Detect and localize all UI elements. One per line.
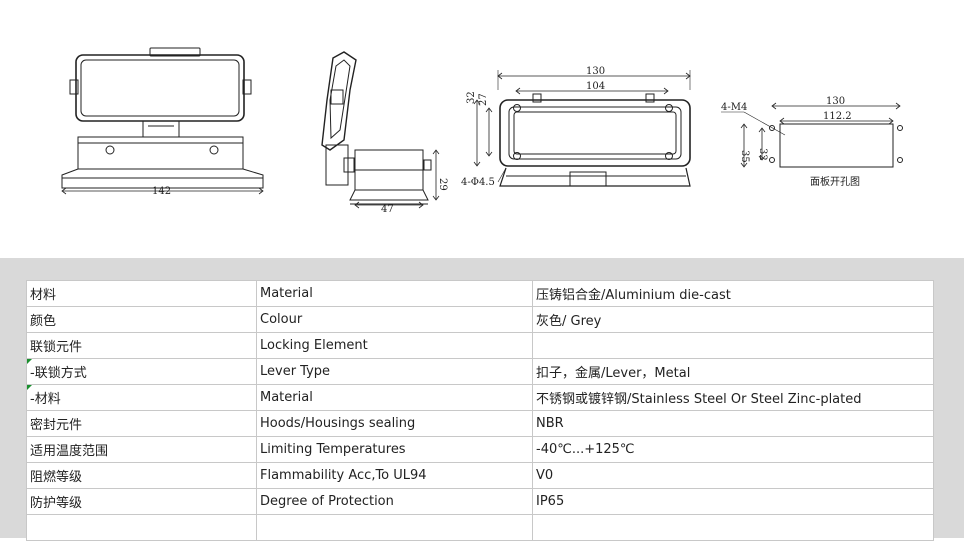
spec-row-empty bbox=[26, 514, 934, 541]
spec-label-en: Locking Element bbox=[256, 332, 533, 359]
dim-panel-thread: 4-M4 bbox=[721, 102, 747, 113]
spec-label-cn: 材料 bbox=[26, 280, 257, 307]
spec-cell-empty bbox=[256, 514, 533, 541]
spec-cell-empty bbox=[26, 514, 257, 541]
spec-value bbox=[532, 332, 934, 359]
spec-label-cn: 联锁元件 bbox=[26, 332, 257, 359]
spec-label-cn: 密封元件 bbox=[26, 410, 257, 437]
dim-front-width: 142 bbox=[152, 186, 171, 197]
spec-label-en: Material bbox=[256, 280, 533, 307]
dim-top-outer-width: 130 bbox=[586, 66, 605, 77]
spec-value: V0 bbox=[532, 462, 934, 489]
technical-drawing: 142 47 29 130 104 bbox=[0, 0, 964, 258]
spec-label-cn: -联锁方式 bbox=[26, 358, 257, 385]
spec-value: 不锈钢或镀锌钢/Stainless Steel Or Steel Zinc-pl… bbox=[532, 384, 934, 411]
dim-panel-outer-width: 130 bbox=[826, 96, 845, 107]
spec-label-cn: -材料 bbox=[26, 384, 257, 411]
spec-value: NBR bbox=[532, 410, 934, 437]
dim-top-inner-height: 27 bbox=[478, 93, 489, 106]
spec-label-en: Degree of Protection bbox=[256, 488, 533, 515]
dim-hole-callout: 4-Φ4.5 bbox=[461, 177, 495, 188]
dim-side-height: 29 bbox=[437, 178, 448, 191]
dim-panel-outer-height: 35 bbox=[739, 150, 750, 163]
dim-panel-inner-height: 32 bbox=[757, 148, 768, 161]
front-view: 142 bbox=[61, 47, 264, 197]
spec-label-en: Flammability Acc,To UL94 bbox=[256, 462, 533, 489]
spec-value: 扣子，金属/Lever，Metal bbox=[532, 358, 934, 385]
spec-label-cn: 适用温度范围 bbox=[26, 436, 257, 463]
spec-value: 灰色/ Grey bbox=[532, 306, 934, 333]
spec-label-en: Colour bbox=[256, 306, 533, 333]
spec-label-cn: 防护等级 bbox=[26, 488, 257, 515]
spec-value: -40℃...+125℃ bbox=[532, 436, 934, 463]
panel-cutout-view: 4-M4 130 112.2 35 32 面板开孔图 bbox=[721, 96, 903, 188]
dim-side-width: 47 bbox=[381, 204, 394, 215]
top-view: 130 104 32 27 4-Φ4.5 bbox=[461, 66, 691, 188]
dim-top-outer-height: 32 bbox=[466, 91, 477, 104]
spec-label-en: Limiting Temperatures bbox=[256, 436, 533, 463]
side-view: 47 29 bbox=[321, 51, 448, 215]
spec-label-en: Lever Type bbox=[256, 358, 533, 385]
spec-label-en: Hoods/Housings sealing bbox=[256, 410, 533, 437]
spec-label-cn: 颜色 bbox=[26, 306, 257, 333]
spec-label-cn: 阻燃等级 bbox=[26, 462, 257, 489]
spec-value: IP65 bbox=[532, 488, 934, 515]
spec-value: 压铸铝合金/Aluminium die-cast bbox=[532, 280, 934, 307]
panel-caption: 面板开孔图 bbox=[810, 175, 860, 188]
spec-cell-empty bbox=[532, 514, 934, 541]
dim-top-inner-width: 104 bbox=[586, 81, 605, 92]
dim-panel-inner-width: 112.2 bbox=[823, 111, 852, 122]
spec-label-en: Material bbox=[256, 384, 533, 411]
